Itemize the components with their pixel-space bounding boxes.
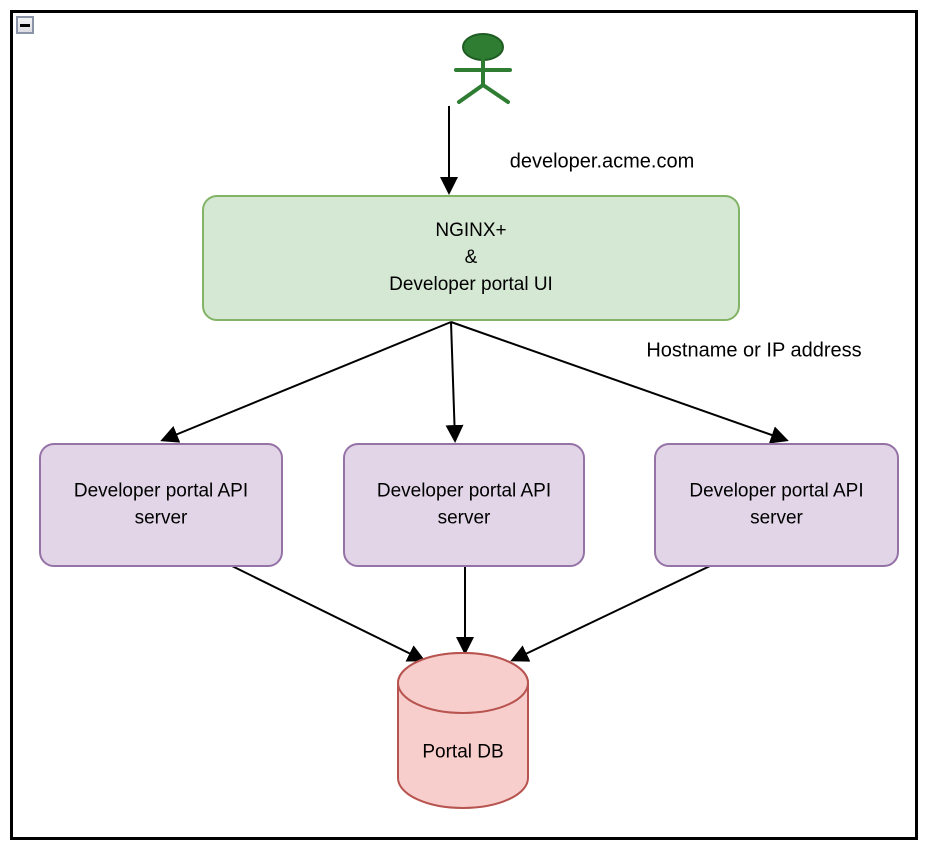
minus-icon: [20, 23, 30, 27]
actor-right-leg-line: [481, 83, 510, 104]
nginx-developer-portal-ui-node[interactable]: NGINX+&Developer portal UI: [202, 195, 740, 321]
stick-figure-actor-icon: [462, 33, 504, 61]
edge-nginx-to-api-server-2-line: [445, 321, 464, 443]
edges-layer: [160, 106, 789, 662]
edge-nginx-to-api-server-3[interactable]: [450, 321, 789, 444]
edge-api-server-1-to-db-line: [231, 565, 426, 662]
edge-api-server-3-to-db[interactable]: [510, 565, 711, 662]
edge-nginx-to-api-server-1-line: [160, 321, 452, 443]
nodes-layer: NGINX+&Developer portal UI Developer port…: [39, 195, 899, 809]
edge-actor-to-nginx-label: developer.acme.com: [510, 150, 695, 172]
edge-api-server-3-to-db-line: [510, 565, 711, 662]
actor-left-leg-line: [457, 83, 485, 104]
portal-db-node-cylinder-top: [397, 652, 529, 714]
portal-db-node[interactable]: Portal DB: [397, 652, 529, 809]
edge-nginx-to-api-server-2[interactable]: [445, 321, 464, 443]
developer-portal-api-server-node-1-shape: [39, 443, 283, 567]
collapse-button[interactable]: [16, 16, 34, 34]
edge-nginx-to-api-server-1[interactable]: [160, 321, 452, 443]
developer-portal-api-server-node-2-shape: [343, 443, 585, 567]
developer-actor[interactable]: [454, 33, 512, 104]
edge-nginx-to-api-server-3-line: [450, 321, 789, 444]
edge-nginx-to-api-server-3-label: Hostname or IP address: [646, 339, 861, 361]
edge-api-server-1-to-db[interactable]: [231, 565, 426, 662]
developer-portal-api-server-node-3-shape: [654, 443, 899, 567]
nginx-developer-portal-ui-node-shape: [202, 195, 740, 321]
